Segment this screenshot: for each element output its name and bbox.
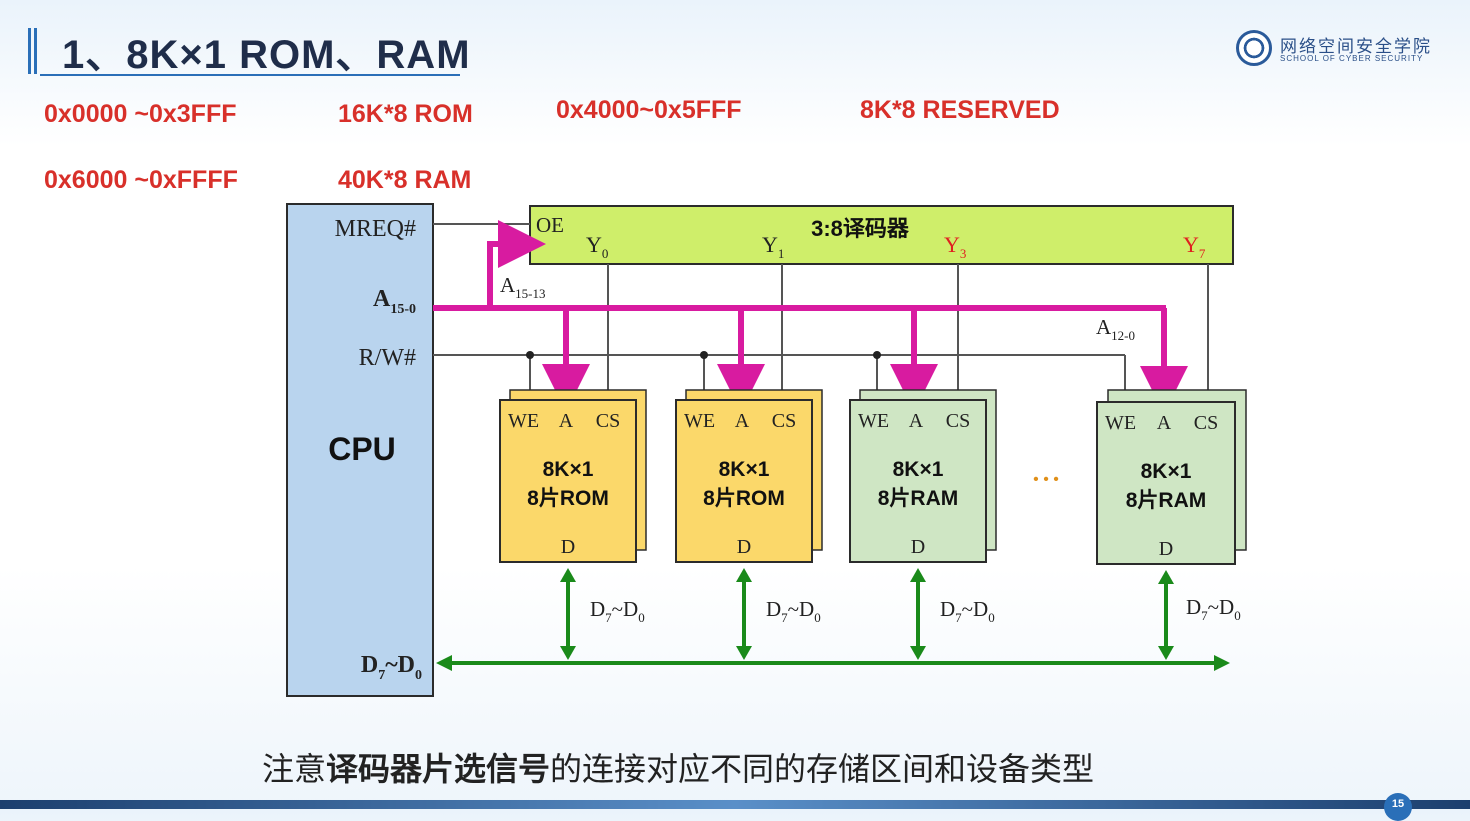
bottom-decorative-strip bbox=[0, 800, 1470, 809]
chip-pin-we: WE bbox=[858, 410, 889, 432]
chip-pin-a: A bbox=[909, 410, 924, 432]
chip-type: 8片RAM bbox=[1126, 489, 1207, 512]
addr-range-ram: 0x6000 ~0xFFFF bbox=[44, 166, 238, 194]
chip-pin-cs: CS bbox=[1194, 412, 1218, 434]
logo-chinese-name: 网络空间安全学院 bbox=[1280, 37, 1432, 57]
chip-pin-d: D bbox=[911, 536, 925, 558]
data-bus bbox=[436, 568, 1230, 671]
chip-pin-a: A bbox=[559, 410, 574, 432]
address-bus bbox=[433, 220, 1188, 414]
chip-type: 8片ROM bbox=[703, 487, 785, 510]
cpu-block bbox=[286, 203, 434, 697]
chip-data-label: D7~D0 bbox=[766, 597, 821, 625]
chip-data-label: D7~D0 bbox=[940, 597, 995, 625]
decoder-block bbox=[529, 205, 1234, 265]
addr-size-reserved: 8K*8 RESERVED bbox=[860, 96, 1060, 124]
cpu-label: CPU bbox=[328, 431, 396, 467]
decoder-output-y3: Y3 bbox=[944, 232, 966, 261]
rw-junction-dots bbox=[526, 351, 881, 359]
addr-range-rom: 0x0000 ~0x3FFF bbox=[44, 100, 237, 128]
chip-pin-we: WE bbox=[684, 410, 715, 432]
chip-ram-2: WE A CS 8K×1 8片RAM D bbox=[1096, 389, 1247, 565]
chip-rom-1: WE A CS 8K×1 8片ROM D bbox=[499, 389, 647, 563]
chip-ram-1: WE A CS 8K×1 8片RAM D bbox=[849, 389, 997, 563]
decoder-oe-label: OE bbox=[536, 213, 564, 237]
chip-data-label: D7~D0 bbox=[590, 597, 645, 625]
cpu-mreq-label: MREQ# bbox=[335, 216, 416, 242]
decoder-title: 3:8译码器 bbox=[811, 216, 910, 241]
slide-title: 1、8K×1 ROM、RAM bbox=[62, 33, 471, 77]
school-seal-icon bbox=[1236, 30, 1272, 66]
chip-pin-cs: CS bbox=[596, 410, 620, 432]
cpu-address-label: A15-0 bbox=[373, 286, 416, 317]
cpu-rw-label: R/W# bbox=[359, 345, 416, 371]
chip-pin-d: D bbox=[561, 536, 575, 558]
low-address-label: A12-0 bbox=[1096, 315, 1135, 343]
chip-size: 8K×1 bbox=[893, 458, 944, 481]
high-address-label: A15-13 bbox=[500, 273, 546, 301]
chip-ellipsis: • • • bbox=[1033, 471, 1059, 488]
addr-size-rom: 16K*8 ROM bbox=[338, 100, 473, 128]
chip-pin-a: A bbox=[735, 410, 750, 432]
slide-caption: 注意译码器片选信号的连接对应不同的存储区间和设备类型 bbox=[262, 751, 1095, 787]
chip-rom-2: WE A CS 8K×1 8片ROM D bbox=[675, 389, 823, 563]
title-accent-bars bbox=[28, 28, 42, 74]
decoder-output-y0: Y0 bbox=[586, 232, 608, 261]
chip-size: 8K×1 bbox=[1141, 460, 1192, 483]
addr-size-ram: 40K*8 RAM bbox=[338, 166, 472, 194]
chip-pin-we: WE bbox=[1105, 412, 1136, 434]
chip-pin-d: D bbox=[1159, 538, 1173, 560]
chip-pin-cs: CS bbox=[946, 410, 970, 432]
chip-size: 8K×1 bbox=[543, 458, 594, 481]
cpu-data-label: D7~D0 bbox=[361, 652, 422, 683]
decoder-output-y1: Y1 bbox=[762, 232, 784, 261]
decoder-output-y7: Y7 bbox=[1183, 232, 1206, 261]
chip-pin-cs: CS bbox=[772, 410, 796, 432]
title-underline bbox=[40, 74, 460, 76]
chip-type: 8片ROM bbox=[527, 487, 609, 510]
school-logo: 网络空间安全学院 SCHOOL OF CYBER SECURITY bbox=[1236, 30, 1446, 70]
chip-pin-we: WE bbox=[508, 410, 539, 432]
cs-wires bbox=[607, 264, 1209, 402]
chip-type: 8片RAM bbox=[878, 487, 959, 510]
logo-english-name: SCHOOL OF CYBER SECURITY bbox=[1280, 54, 1424, 63]
page-number-badge: 15 bbox=[1384, 793, 1412, 821]
chip-data-label: D7~D0 bbox=[1186, 595, 1241, 623]
chip-data-labels: D7~D0 D7~D0 D7~D0 D7~D0 bbox=[590, 595, 1241, 625]
addr-range-reserved: 0x4000~0x5FFF bbox=[556, 96, 742, 124]
chip-pin-d: D bbox=[737, 536, 751, 558]
chip-pin-a: A bbox=[1157, 412, 1172, 434]
chip-size: 8K×1 bbox=[719, 458, 770, 481]
